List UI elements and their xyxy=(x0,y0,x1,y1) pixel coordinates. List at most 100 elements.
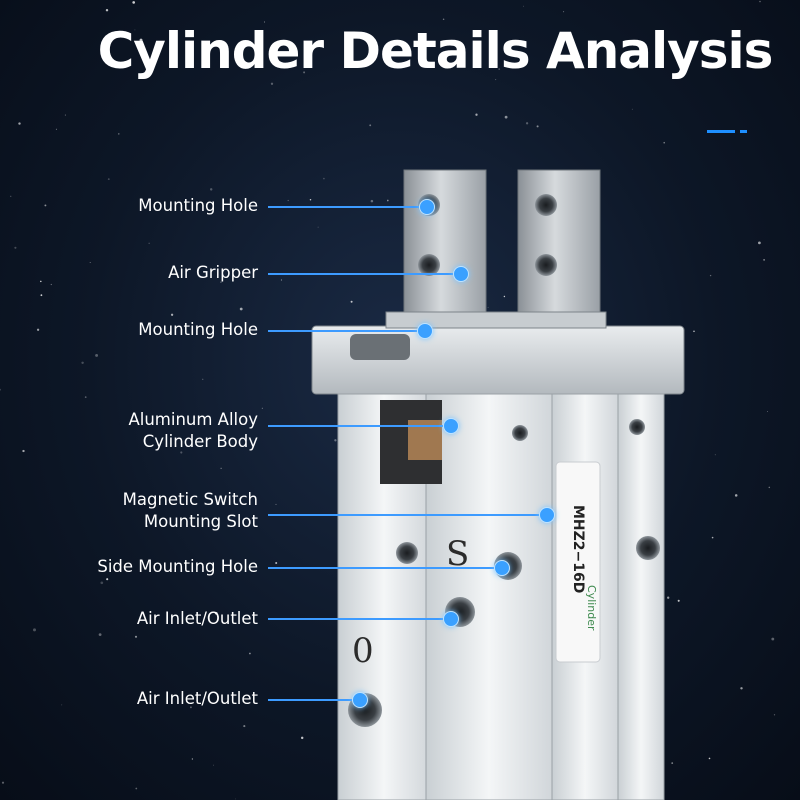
star xyxy=(631,108,633,110)
star xyxy=(523,5,524,7)
star xyxy=(191,758,194,760)
star xyxy=(159,421,161,423)
star xyxy=(536,125,539,128)
callout-line xyxy=(268,330,420,332)
star xyxy=(771,637,775,641)
star xyxy=(106,578,109,581)
port-marking-s: S xyxy=(446,534,469,574)
star xyxy=(370,199,374,203)
callout-dot xyxy=(539,507,555,523)
label-cylinder-body-line1: Aluminum Alloy xyxy=(128,410,258,429)
star xyxy=(33,628,36,632)
star xyxy=(275,503,277,505)
star xyxy=(563,11,565,13)
star xyxy=(394,40,396,43)
jaw-hole xyxy=(418,254,440,276)
star xyxy=(212,764,214,766)
piston-rod xyxy=(408,420,442,460)
star xyxy=(0,388,1,391)
label-air-gripper: Air Gripper xyxy=(168,263,258,282)
accent-bar-short xyxy=(740,130,747,133)
star xyxy=(134,29,136,31)
star xyxy=(220,281,222,283)
model-number: MHZ2−16D xyxy=(570,505,586,593)
star xyxy=(275,561,278,565)
star xyxy=(711,536,714,539)
star xyxy=(118,133,120,135)
star xyxy=(261,407,263,409)
callout-line xyxy=(268,699,356,701)
star xyxy=(495,79,497,81)
star xyxy=(214,611,218,615)
star xyxy=(105,8,109,12)
star xyxy=(734,494,738,497)
star xyxy=(146,525,148,527)
star xyxy=(132,1,136,4)
label-slot-line2: Mounting Slot xyxy=(143,512,258,531)
star xyxy=(202,378,204,380)
star xyxy=(487,306,489,308)
star xyxy=(759,0,761,3)
star xyxy=(708,757,711,760)
callout-dot xyxy=(443,418,459,434)
star xyxy=(525,60,527,63)
star xyxy=(44,204,47,207)
star xyxy=(303,71,306,74)
star xyxy=(139,38,143,42)
star xyxy=(503,295,506,298)
cap-slot xyxy=(350,334,410,360)
star xyxy=(504,115,508,119)
star xyxy=(768,486,771,489)
label-cylinder-body-line2: Cylinder Body xyxy=(142,432,258,451)
star xyxy=(220,467,222,469)
star xyxy=(180,451,183,454)
callout-dot xyxy=(494,560,510,576)
star xyxy=(235,798,237,800)
star xyxy=(64,114,66,116)
star xyxy=(36,328,40,331)
star xyxy=(667,596,670,599)
star xyxy=(100,581,104,585)
star xyxy=(767,411,769,413)
guide-rail xyxy=(385,311,607,329)
callout-line xyxy=(268,206,423,208)
star xyxy=(287,199,289,202)
star xyxy=(334,439,337,442)
callout-dot xyxy=(419,199,435,215)
callout-line xyxy=(268,567,498,569)
star xyxy=(170,313,174,316)
star xyxy=(248,652,251,655)
callout-line xyxy=(268,425,446,427)
port-marking-0: 0 xyxy=(352,631,374,671)
star xyxy=(663,141,665,144)
star xyxy=(134,635,138,638)
star xyxy=(677,599,680,602)
star xyxy=(442,18,445,21)
star xyxy=(239,307,243,311)
body-hole xyxy=(512,425,528,441)
label-mounting-hole-top: Mounting Hole xyxy=(138,196,258,215)
star xyxy=(189,706,192,709)
right-jaw xyxy=(517,169,601,321)
star xyxy=(525,122,529,125)
label-cylinder-body: Aluminum Alloy Cylinder Body xyxy=(128,409,258,453)
star xyxy=(98,633,102,636)
star xyxy=(40,294,43,297)
star xyxy=(84,396,87,398)
label-air-inlet-outlet-2: Air Inlet/Outlet xyxy=(136,689,258,708)
star xyxy=(369,124,372,127)
star xyxy=(1,781,5,784)
star xyxy=(209,188,213,191)
label-slot-line1: Magnetic Switch xyxy=(122,490,258,509)
star xyxy=(280,279,282,281)
star xyxy=(81,361,84,365)
star xyxy=(671,762,674,764)
label-air-inlet-outlet-1: Air Inlet/Outlet xyxy=(136,609,258,628)
star xyxy=(14,246,17,249)
star xyxy=(55,128,57,130)
star xyxy=(50,283,52,286)
star xyxy=(270,82,274,85)
callout-line xyxy=(268,618,446,620)
jaw-hole xyxy=(535,254,557,276)
